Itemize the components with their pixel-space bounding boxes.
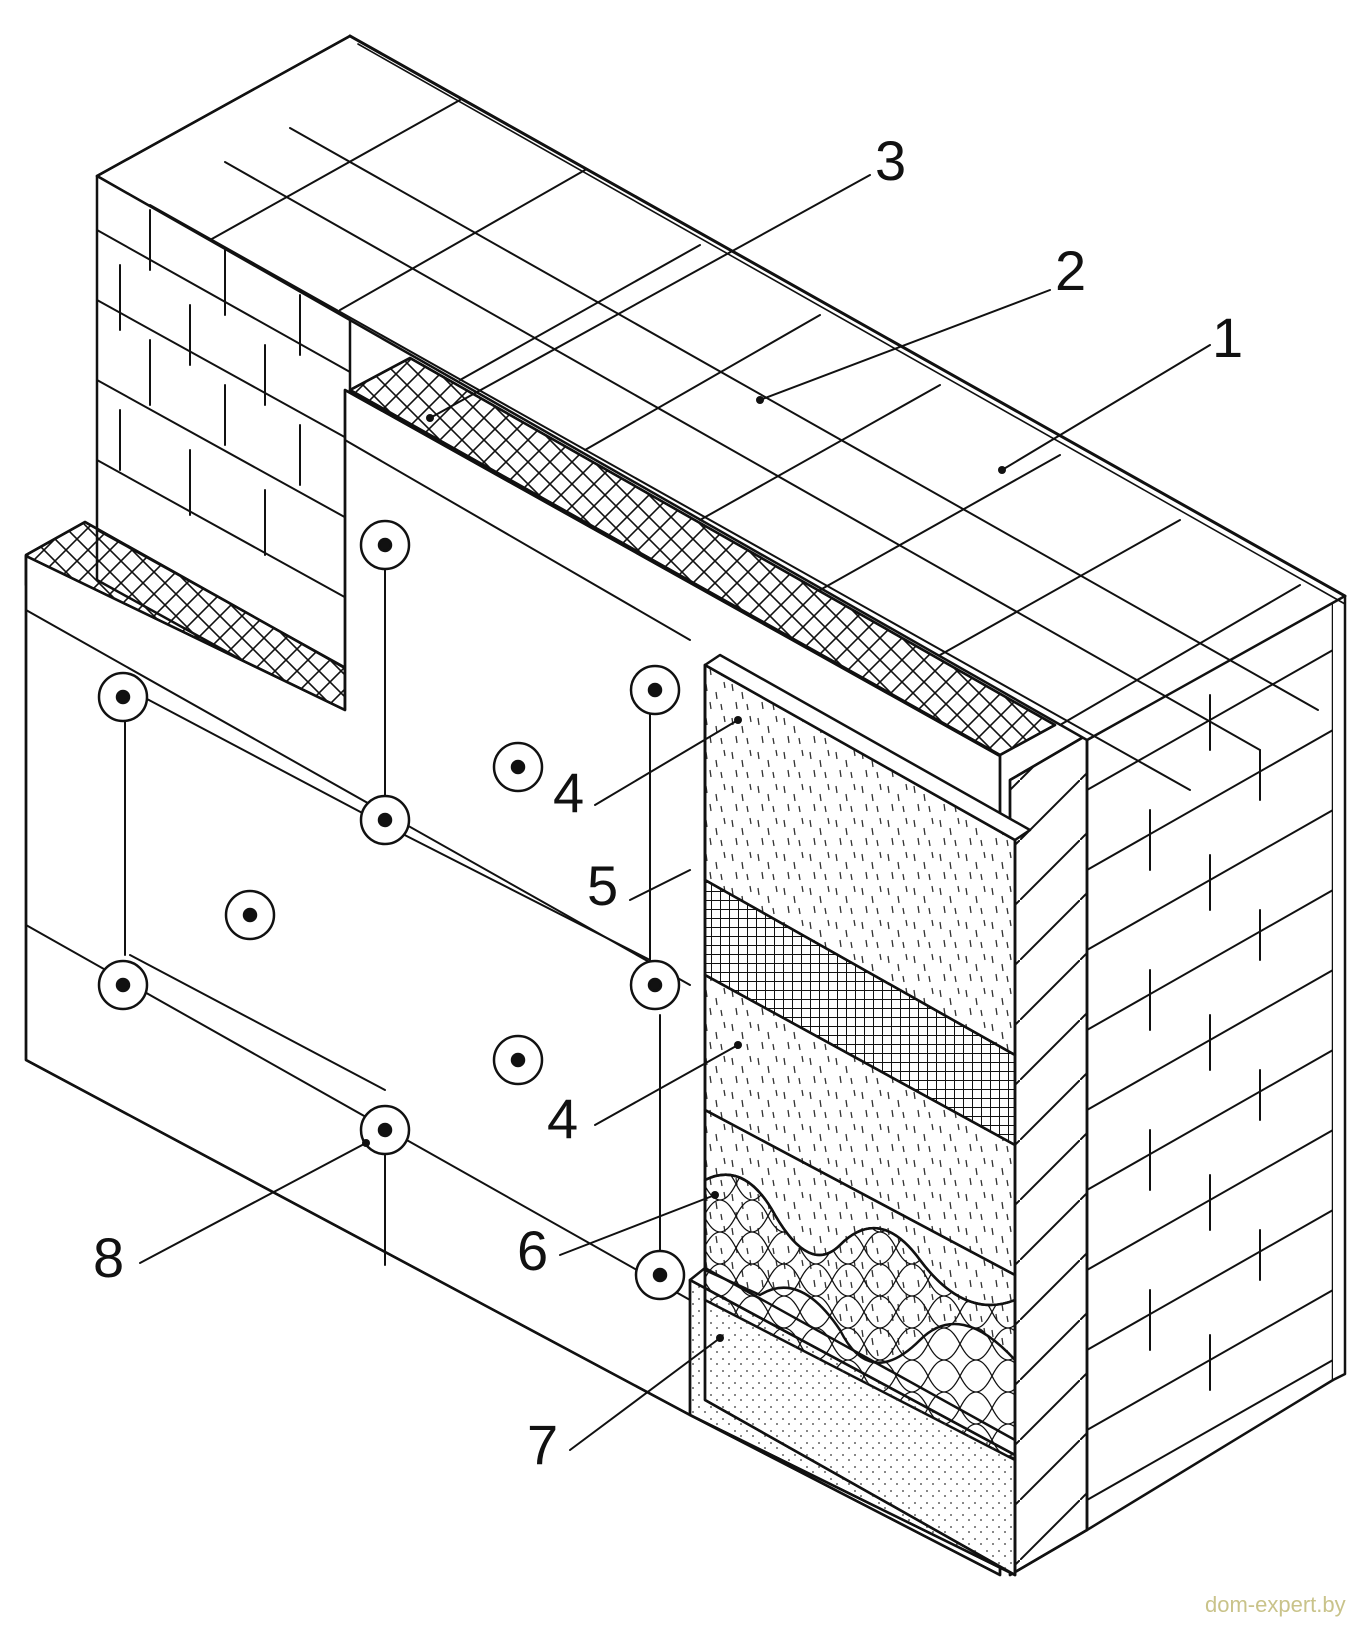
leader-line-2 xyxy=(759,289,1051,401)
callout-1: 1 xyxy=(1212,306,1243,369)
callout-5: 5 xyxy=(587,854,618,917)
leader-lines xyxy=(139,174,1211,1451)
anchor-dowel xyxy=(359,1104,411,1156)
callout-3: 3 xyxy=(875,129,906,192)
insulation-edge-strip xyxy=(1008,733,1089,1577)
leader-line-1 xyxy=(1001,344,1211,471)
anchor-dowels xyxy=(97,519,686,1301)
insulation-top-hatch xyxy=(24,356,1057,757)
leader-line-3 xyxy=(429,174,871,419)
wall-end-face xyxy=(1085,594,1347,1532)
callout-labels: 1 2 3 4 5 4 6 7 8 xyxy=(93,129,1243,1476)
callout-6: 6 xyxy=(517,1219,548,1282)
callout-4-upper: 4 xyxy=(553,761,584,824)
anchor-dowel xyxy=(97,959,149,1011)
leader-line-4a xyxy=(594,719,739,806)
anchor-dowel xyxy=(359,519,411,571)
leader-line-5 xyxy=(629,869,691,901)
callout-4-lower: 4 xyxy=(547,1087,578,1150)
anchor-dowel xyxy=(629,664,681,716)
wall-top-face xyxy=(95,34,1347,791)
leader-line-4b xyxy=(594,1044,739,1126)
anchor-dowel xyxy=(634,1249,686,1301)
callout-7: 7 xyxy=(527,1413,558,1476)
leader-line-8 xyxy=(139,1142,367,1264)
watermark: dom-expert.by xyxy=(1205,1592,1346,1617)
anchor-dowel xyxy=(492,741,544,793)
anchor-dowel xyxy=(492,1034,544,1086)
callout-8: 8 xyxy=(93,1226,124,1289)
plaster-layers xyxy=(688,653,1032,1577)
anchor-dowel xyxy=(97,671,149,723)
anchor-dowel xyxy=(224,889,276,941)
leader-line-7 xyxy=(569,1337,721,1451)
leader-line-6 xyxy=(559,1194,716,1256)
leader-dots xyxy=(362,396,1006,1342)
anchor-dowel xyxy=(629,959,681,1011)
callout-2: 2 xyxy=(1055,239,1086,302)
anchor-dowel xyxy=(359,794,411,846)
